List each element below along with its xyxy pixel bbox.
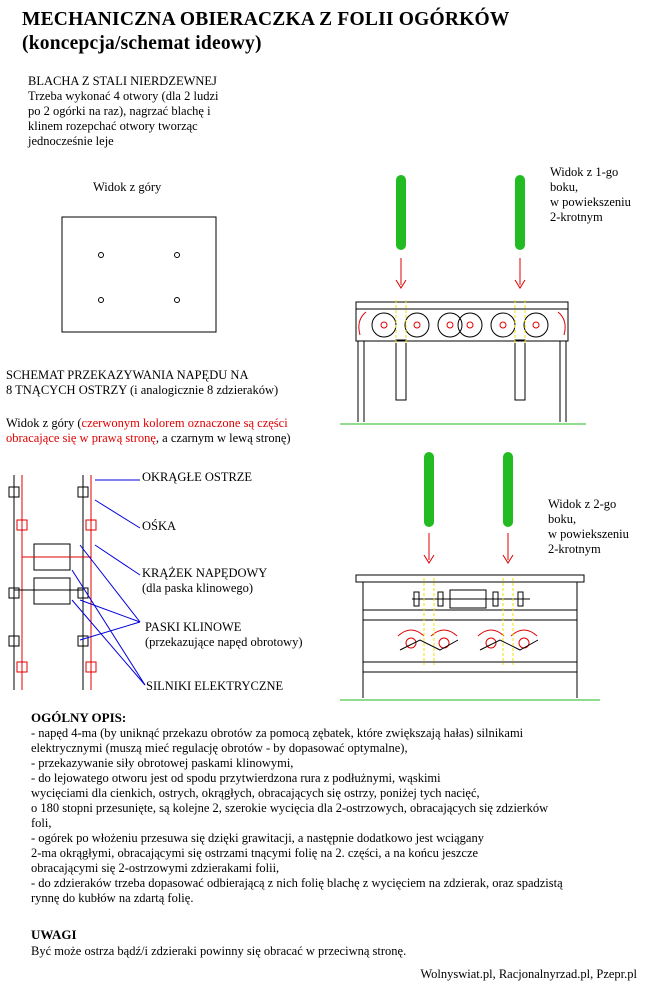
description-line: elektrycznymi (muszą mieć regulację obro… (31, 741, 408, 755)
plate-line: Trzeba wykonać 4 otwory (dla 2 ludzi (28, 89, 219, 103)
notes-text: Być może ostrza bądź/i zdzieraki powinny… (31, 944, 407, 958)
label-pulley: KRĄŻEK NAPĘDOWY (dla paska klinowego) (142, 566, 268, 595)
description-line: o 180 stopni przesunięte, są kolejne 2, … (31, 801, 549, 815)
plate-view-label: Widok z góry (93, 180, 162, 194)
label-blade: OKRĄGŁE OSTRZE (142, 470, 253, 484)
description-line: - przekazywanie siły obrotowej paskami k… (31, 756, 294, 770)
description-line: obracającymi się 2-ostrzowymi zdzierakam… (31, 861, 280, 875)
side-view-1-line: Widok z 1-go (550, 165, 619, 179)
description-line: 2-ma okrągłymi, obracającymi się ostrzam… (31, 846, 479, 860)
drive-scheme-drawing (8, 475, 146, 690)
plate-line: klinem rozepchać otwory tworząc (28, 119, 198, 133)
plate-description: BLACHA Z STALI NIERDZEWNEJ Trzeba wykona… (28, 74, 218, 149)
drive-scheme-heading-line: 8 TNĄCYCH OSTRZY (i analogicznie 8 zdzie… (6, 383, 279, 397)
description-line: - do lejowatego otworu jest od spodu prz… (31, 771, 441, 785)
side-view-2-label: Widok z 2-go boku, w powiekszeniu 2-krot… (548, 497, 629, 557)
plate-top-view (61, 216, 217, 333)
description-line: rynnę do kubłów na zdartą folię. (31, 891, 194, 905)
plate-line: jednocześnie leje (28, 134, 114, 148)
side-view-1-line: w powiekszeniu (550, 195, 631, 209)
side-view-2-line: Widok z 2-go (548, 497, 617, 511)
title-line-1: MECHANICZNA OBIERACZKA Z FOLII OGÓRKÓW (22, 9, 510, 30)
footer-sites: Wolnyswiat.pl, Racjonalnyrzad.pl, Pzepr.… (420, 967, 637, 981)
description-line: - do zdzieraków trzeba dopasować odbiera… (31, 876, 563, 890)
notes-heading: UWAGI (31, 927, 77, 942)
plate-line: po 2 ogórki na raz), nagrzać blachę i (28, 104, 211, 118)
description-line: foli, (31, 816, 52, 830)
page-title: MECHANICZNA OBIERACZKA Z FOLII OGÓRKÓW (… (22, 8, 510, 56)
description-line: - napęd 4-ma (by uniknąć przekazu obrotó… (31, 726, 524, 740)
side-view-1-label: Widok z 1-go boku, w powiekszeniu 2-krot… (550, 165, 631, 225)
label-motors: SILNIKI ELEKTRYCZNE (146, 679, 284, 693)
drive-scheme-heading: SCHEMAT PRZEKAZYWANIA NAPĘDU NA 8 TNĄCYC… (6, 368, 278, 398)
drive-scheme-view-note: Widok z góry (czerwonym kolorem oznaczon… (6, 416, 291, 445)
description-line: wycięciami dla cienkich, ostrych, okrągł… (31, 786, 480, 800)
description-body: - napęd 4-ma (by uniknąć przekazu obrotó… (31, 726, 563, 906)
label-axle: OŚKA (142, 519, 177, 533)
side-view-1-line: boku, (550, 180, 579, 194)
side-view-1-drawing (340, 175, 586, 425)
drive-scheme-heading-line: SCHEMAT PRZEKAZYWANIA NAPĘDU NA (6, 368, 249, 382)
side-view-1-line: 2-krotnym (550, 210, 603, 224)
label-belts: PASKI KLINOWE (przekazujące napęd obroto… (145, 620, 303, 649)
general-description: OGÓLNY OPIS: (31, 710, 126, 726)
side-view-2-drawing (340, 452, 600, 701)
description-heading: OGÓLNY OPIS: (31, 710, 127, 725)
title-line-2: (koncepcja/schemat ideowy) (22, 33, 262, 54)
description-line: - ogórek po włożeniu przesuwa się dzięki… (31, 831, 484, 845)
plate-heading: BLACHA Z STALI NIERDZEWNEJ (28, 74, 217, 88)
side-view-2-line: boku, (548, 512, 577, 526)
side-view-2-line: w powiekszeniu (548, 527, 629, 541)
side-view-2-line: 2-krotnym (548, 542, 601, 556)
